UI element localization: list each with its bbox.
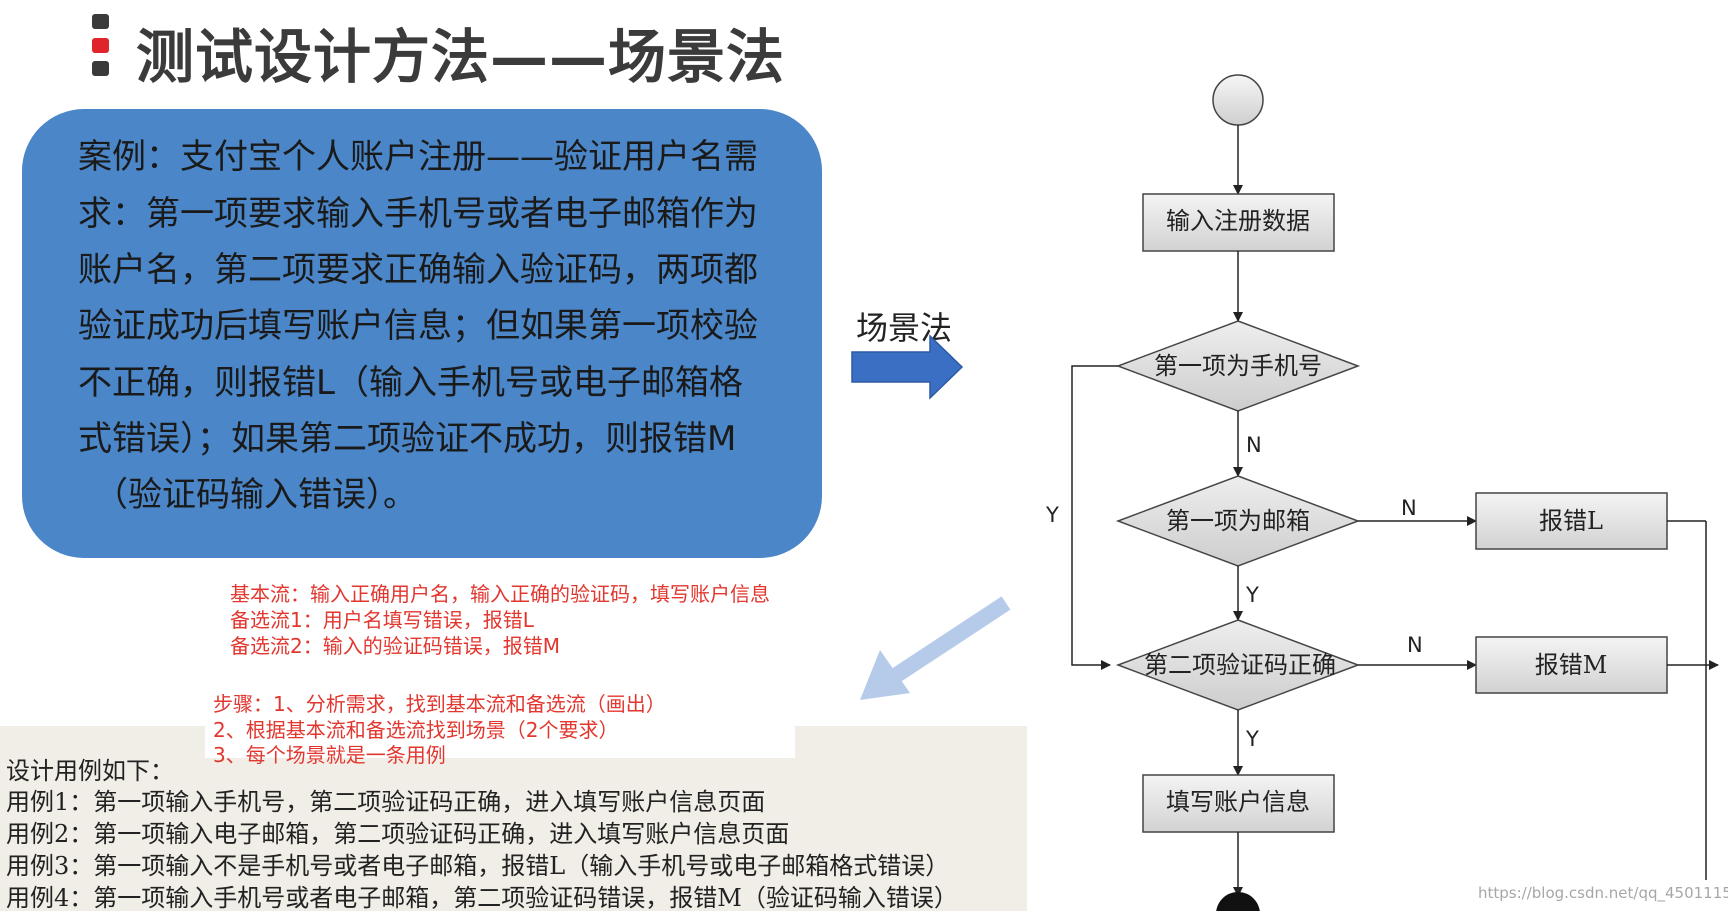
end-node (1216, 892, 1260, 911)
design-case-row: 用例4：第一项输入手机号或者电子邮箱，第二项验证码错误，报错M（验证码输入错误） (6, 884, 958, 912)
case-line: （验证码输入错误）。 (94, 475, 417, 515)
case-line: 式错误）；如果第二项验证不成功，则报错M (78, 419, 737, 459)
alt-flow-2-note: 备选流2：输入的验证码错误，报错M (230, 634, 560, 658)
design-case-row: 用例2：第一项输入电子邮箱，第二项验证码正确，进入填写账户信息页面 (6, 820, 790, 848)
case-line: 验证成功后填写账户信息；但如果第一项校验 (78, 306, 758, 346)
steps-backdrop (205, 678, 795, 758)
case-line: 案例：支付宝个人账户注册——验证用户名需 (78, 137, 758, 177)
case-box: 案例：支付宝个人账户注册——验证用户名需 求：第一项要求输入手机号或者电子邮箱作… (22, 109, 822, 558)
case-line: 求：第一项要求输入手机号或者电子邮箱作为 (78, 194, 758, 234)
fill-account-label: 填写账户信息 (1166, 788, 1310, 816)
error-l-node (1475, 492, 1668, 550)
design-case-row: 用例1：第一项输入手机号，第二项验证码正确，进入填写账户信息页面 (6, 788, 766, 816)
input-data-node (1142, 193, 1335, 252)
edge-label-email-y: Y (1245, 583, 1259, 607)
input-data-label: 输入注册数据 (1166, 207, 1310, 235)
edge-label-phone-y: Y (1045, 503, 1059, 527)
fill-account-node (1142, 774, 1335, 833)
title-accent-mid (92, 37, 109, 53)
faded-down-left-arrow (860, 596, 1011, 700)
edge-label-code-y: Y (1245, 727, 1259, 751)
error-m-label: 报错M (1535, 651, 1608, 679)
edge-label-code-n: N (1407, 633, 1423, 657)
phone-decision-label: 第一项为手机号 (1154, 352, 1322, 380)
edge-label-email-n: N (1401, 496, 1417, 520)
scenario-arrow (851, 334, 964, 400)
steps-line: 2、根据基本流和备选流找到场景（2个要求） (213, 718, 619, 742)
edge-label-phone-n: N (1246, 433, 1262, 457)
start-node (1212, 74, 1264, 126)
edge-phone-code (1071, 365, 1118, 670)
email-decision-label: 第一项为邮箱 (1166, 507, 1310, 535)
case-line: 账户名，第二项要求正确输入验证码，两项都 (78, 250, 758, 290)
scenario-arrow-label: 场景法 (856, 309, 953, 347)
design-case-row: 用例3：第一项输入不是手机号或者电子邮箱，报错L（输入手机号或电子邮箱格式错误） (6, 852, 950, 880)
steps-line: 步骤：1、分析需求，找到基本流和备选流（画出） (213, 692, 666, 716)
title-accent-bottom (92, 61, 109, 76)
case-line: 不正确，则报错L（输入手机号或电子邮箱格 (78, 363, 743, 403)
design-cases-header: 设计用例如下： (6, 757, 174, 785)
title-accent-top (92, 14, 109, 29)
steps-line: 3、每个场景就是一条用例 (213, 743, 446, 767)
error-m-node (1475, 636, 1668, 694)
title-accent-bar (92, 14, 114, 76)
watermark: https://blog.csdn.net/qq_4501115 (1478, 884, 1728, 902)
code-decision-label: 第二项验证码正确 (1144, 651, 1336, 679)
alt-flow-1-note: 备选流1：用户名填写错误，报错L (230, 608, 534, 632)
basic-flow-note: 基本流：输入正确用户名，输入正确的验证码，填写账户信息 (230, 582, 770, 606)
page-title: 测试设计方法——场景法 (136, 23, 786, 91)
error-l-label: 报错L (1539, 507, 1603, 535)
